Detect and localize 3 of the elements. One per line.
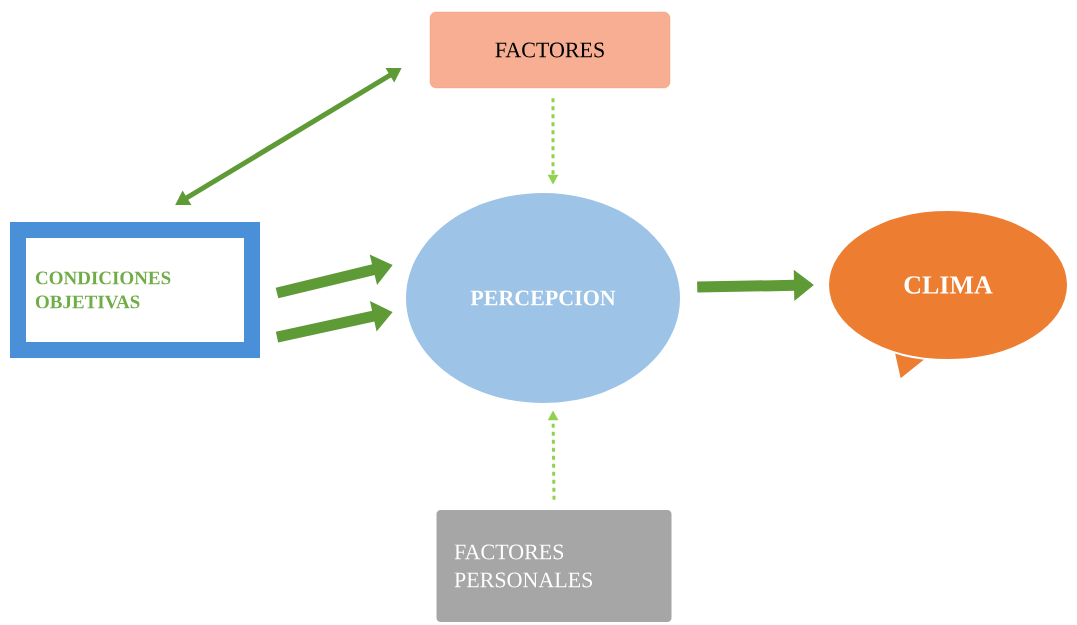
conditions-box: CONDICIONES OBJETIVAS [10, 222, 260, 358]
personal-factors-box: FACTORES PERSONALES [436, 510, 672, 622]
factors-box: FACTORES [429, 11, 671, 89]
